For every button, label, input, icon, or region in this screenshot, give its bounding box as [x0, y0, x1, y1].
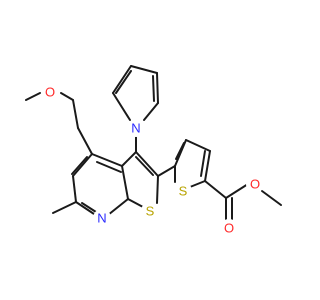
bond: [204, 150, 211, 182]
bond: [107, 198, 129, 216]
atom-label-o-ester: O: [250, 177, 260, 192]
ester-oxygen: O: [246, 175, 264, 193]
atom-label-o-methoxy: O: [45, 85, 55, 100]
bond: [261, 190, 282, 206]
bond: [152, 75, 155, 102]
bond: [77, 127, 93, 155]
bond: [112, 65, 132, 94]
bond: [156, 175, 159, 204]
bond: [127, 198, 144, 208]
bond: [96, 161, 122, 173]
bond: [25, 92, 41, 101]
bond: [72, 153, 93, 177]
atom-label-o-carbonyl: O: [224, 221, 234, 236]
bond: [225, 183, 249, 199]
bond: [157, 165, 176, 177]
bond: [185, 139, 211, 152]
bond: [121, 151, 137, 167]
bonds: [25, 65, 282, 221]
bond: [75, 201, 98, 217]
atom-label-s-thieno: S: [146, 204, 155, 219]
bond: [121, 165, 129, 200]
bond: [112, 92, 131, 121]
chemical-structure: O N N S S O O: [25, 65, 282, 237]
bond: [135, 151, 159, 177]
bond: [175, 142, 185, 160]
bond: [81, 202, 97, 213]
bond: [71, 156, 88, 175]
thieno-sulfur: S: [141, 202, 159, 220]
pyridine-nitrogen: N: [93, 209, 111, 227]
thiophene-sulfur: S: [174, 182, 192, 200]
bond: [130, 65, 158, 74]
methoxy-oxygen: O: [41, 83, 59, 101]
atom-label-n-pyrrole: N: [131, 121, 140, 136]
bond: [72, 175, 77, 203]
bond: [52, 201, 77, 214]
bond: [200, 150, 206, 177]
bond: [143, 102, 159, 121]
bond: [204, 180, 227, 199]
carbonyl-oxygen: O: [220, 219, 238, 237]
bond: [72, 99, 79, 129]
bond: [135, 156, 154, 176]
bond: [189, 180, 206, 188]
bond: [91, 153, 123, 167]
bond: [156, 72, 159, 104]
pyrrole-nitrogen: N: [127, 119, 145, 137]
bond: [60, 92, 74, 101]
bond: [115, 70, 132, 94]
atom-labels: O N N S S O O: [41, 83, 264, 237]
atom-label-n-pyridine: N: [97, 211, 106, 226]
atom-label-s-thiophene: S: [179, 184, 188, 199]
